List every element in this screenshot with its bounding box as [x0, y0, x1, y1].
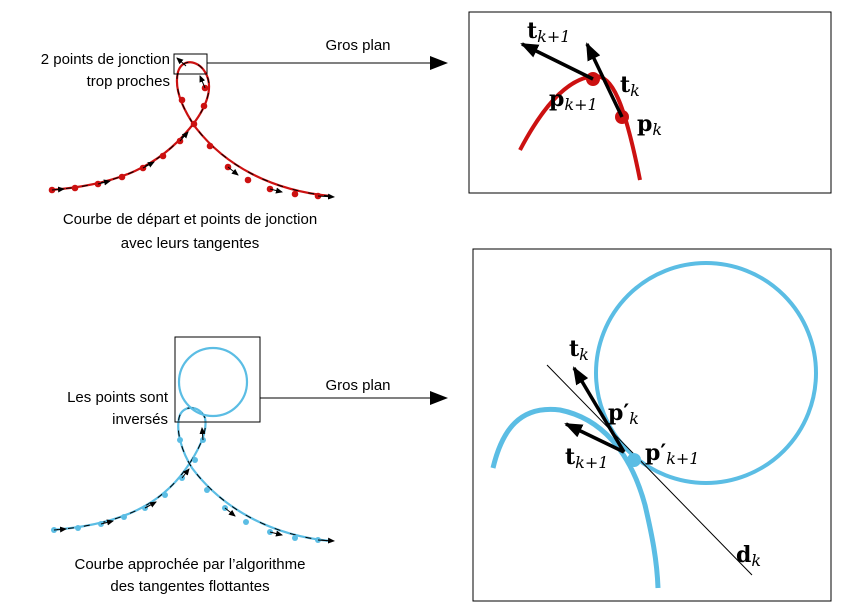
line-d-k [546, 364, 753, 576]
label-p-prime-k-plus-1: p′k+1 [645, 440, 699, 468]
top-closeup-content [518, 42, 642, 181]
bottom-zoom-box [174, 336, 261, 423]
tangent-t-k [585, 42, 624, 118]
bottom-closeup-panel [472, 248, 832, 602]
tangent-t-k-plus-1 [520, 42, 594, 81]
top-caption-line2: avec leurs tangentes [121, 235, 259, 252]
point-p-prime-k-plus-1 [627, 453, 641, 467]
top-tangent-arrows [51, 57, 335, 200]
bottom-approx-curve [51, 346, 331, 543]
label-p-k-plus-1: pk+1 [549, 86, 598, 114]
top-junction-points [48, 84, 322, 200]
label-t-k: tk [620, 72, 640, 100]
bottom-closeup-content [490, 261, 818, 589]
bottom-callout-line1: Les points sont [67, 389, 169, 406]
top-callout-line1: 2 points de jonction [41, 51, 170, 68]
tangent-t-k-plus-1-bottom [564, 422, 625, 454]
label-t-k-plus-1: tk+1 [527, 18, 570, 46]
top-callout-line2: trop proches [87, 73, 170, 90]
label-t-k-plus-1-bottom: tk+1 [565, 444, 608, 472]
bottom-caption-line1: Courbe approchée par l’algorithme [75, 556, 306, 573]
bottom-zoom-label: Gros plan [325, 377, 390, 394]
bottom-callout-line2: inversés [112, 411, 168, 428]
label-t-k-bottom: tk [569, 336, 589, 364]
top-zoom-box [173, 53, 208, 75]
label-d-k: dk [736, 542, 761, 570]
bottom-junction-points [51, 437, 321, 543]
top-caption-line1: Courbe de départ et points de jonction [63, 211, 317, 228]
tangent-t-k-bottom [572, 366, 626, 453]
bottom-tangent-arrows [53, 427, 335, 544]
label-p-k: pk [637, 111, 662, 139]
top-zoom-label: Gros plan [325, 37, 390, 54]
top-closeup-panel [468, 11, 832, 194]
bottom-caption-line2: des tangentes flottantes [110, 578, 269, 595]
label-p-prime-k: p′k [608, 400, 639, 428]
